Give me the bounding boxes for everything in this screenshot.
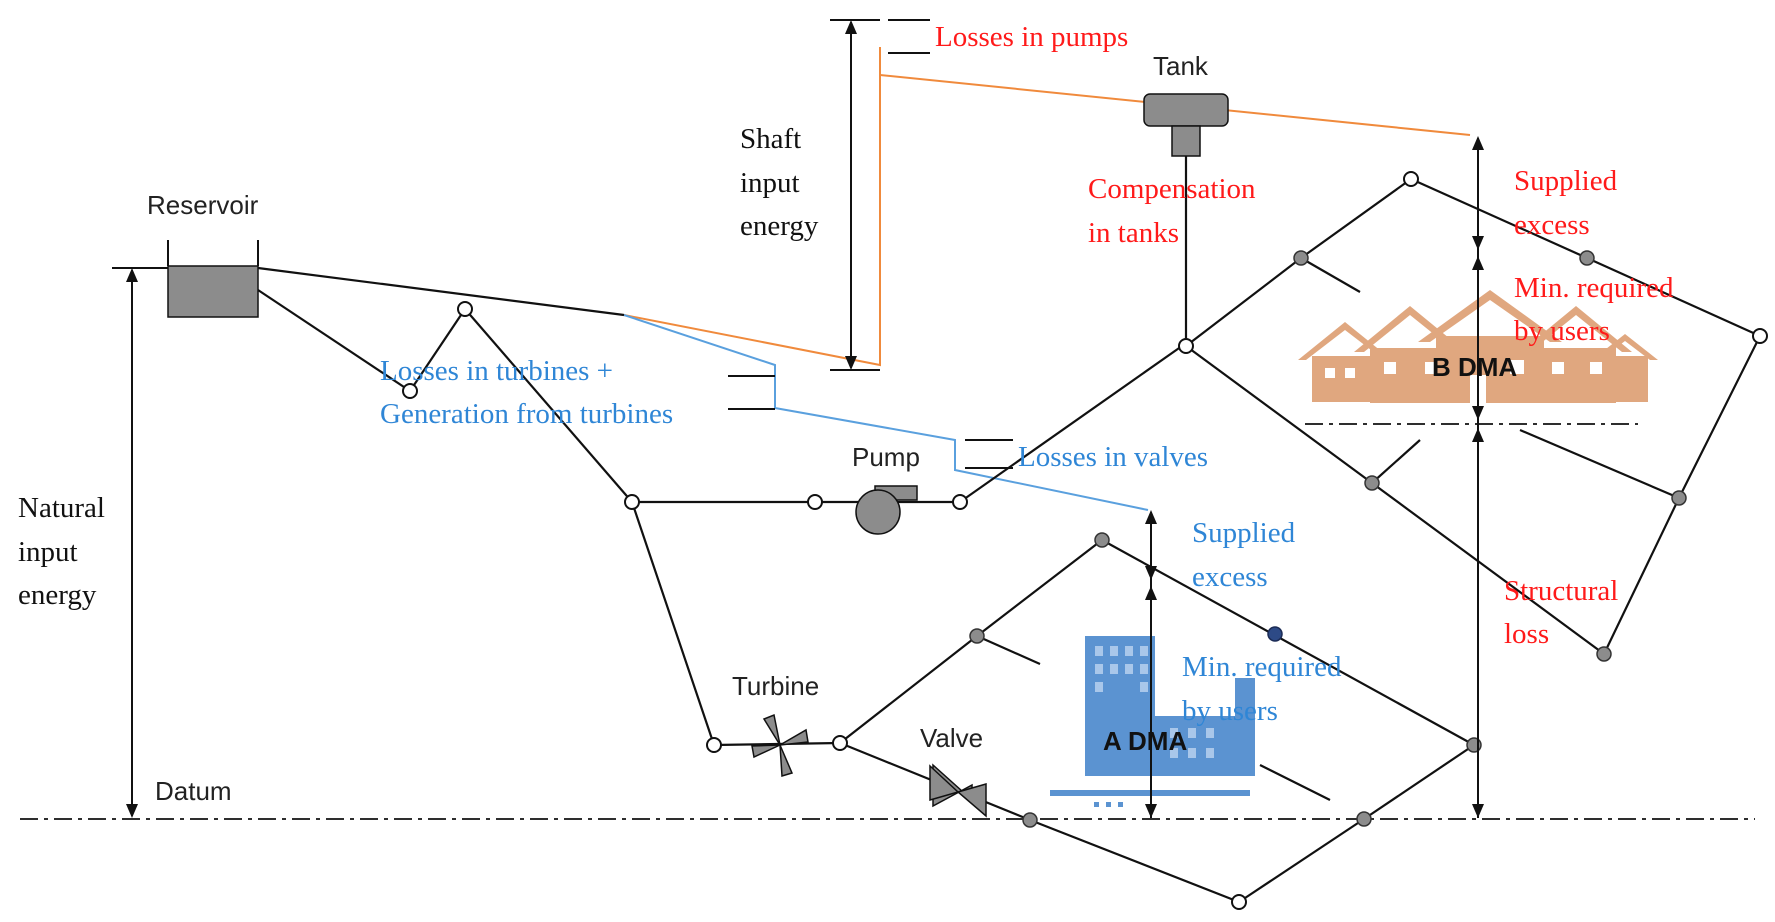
svg-text:energy: energy xyxy=(18,579,97,611)
shaft-input-label: Shaft input energy xyxy=(740,123,819,242)
valve-icon xyxy=(929,763,987,818)
b-min-required-label: Min. required by users xyxy=(1514,272,1674,347)
turbine-label: Turbine xyxy=(732,671,819,701)
losses-in-pumps-label: Losses in pumps xyxy=(935,21,1128,53)
a-min-required-label: Min. required by users xyxy=(1182,651,1342,727)
losses-in-valves-label: Losses in valves xyxy=(1018,441,1208,473)
svg-text:Losses in turbines +: Losses in turbines + xyxy=(380,355,613,387)
turbine-valve-energy-line xyxy=(623,314,1149,511)
svg-text:in tanks: in tanks xyxy=(1088,217,1179,249)
svg-text:loss: loss xyxy=(1504,618,1549,650)
pump-head-line xyxy=(623,47,881,367)
tank-label: Tank xyxy=(1153,51,1209,81)
svg-text:by users: by users xyxy=(1514,315,1610,347)
b-dma-houses-icon xyxy=(1290,290,1658,424)
structural-loss-label: Structural loss xyxy=(1504,575,1618,650)
tank-icon xyxy=(1143,93,1229,157)
compensation-in-tanks-label: Compensation in tanks xyxy=(1088,173,1256,249)
b-supplied-excess-label: Supplied excess xyxy=(1514,165,1618,241)
shaft-input-dimension xyxy=(830,19,930,371)
natural-input-label: Natural input energy xyxy=(18,492,105,611)
svg-text:Supplied: Supplied xyxy=(1192,517,1296,549)
svg-text:Generation from turbines: Generation from turbines xyxy=(380,398,673,430)
natural-input-dimension xyxy=(112,267,168,818)
pump-label: Pump xyxy=(852,442,920,472)
valve-label: Valve xyxy=(920,723,983,753)
b-dma-dimension xyxy=(1472,136,1484,818)
svg-text:Compensation: Compensation xyxy=(1088,173,1256,205)
svg-text:input: input xyxy=(18,536,78,568)
pump-icon xyxy=(855,485,918,535)
datum-label: Datum xyxy=(155,776,232,806)
losses-markers xyxy=(728,375,1013,469)
network-nodes xyxy=(402,171,1768,910)
svg-text:Supplied: Supplied xyxy=(1514,165,1618,197)
turbine-icon xyxy=(751,713,809,777)
svg-text:energy: energy xyxy=(740,210,819,242)
a-dma-label: A DMA xyxy=(1103,726,1187,756)
a-dma-building-icon xyxy=(1050,636,1255,807)
a-supplied-excess-label: Supplied excess xyxy=(1192,517,1296,593)
reservoir-icon xyxy=(167,240,259,318)
svg-text:Min. required: Min. required xyxy=(1514,272,1674,304)
svg-text:by users: by users xyxy=(1182,695,1278,727)
svg-text:Natural: Natural xyxy=(18,492,105,524)
b-dma-label: B DMA xyxy=(1432,352,1517,382)
svg-text:Shaft: Shaft xyxy=(740,123,801,155)
svg-text:Min. required: Min. required xyxy=(1182,651,1342,683)
losses-in-turbines-label: Losses in turbines + Generation from tur… xyxy=(380,355,673,430)
reservoir-label: Reservoir xyxy=(147,190,259,220)
pipe-network xyxy=(257,150,1761,904)
svg-text:input: input xyxy=(740,167,800,199)
a-dma-dimension xyxy=(1145,510,1157,818)
svg-text:excess: excess xyxy=(1514,209,1590,241)
svg-text:Structural: Structural xyxy=(1504,575,1618,607)
svg-text:excess: excess xyxy=(1192,561,1268,593)
